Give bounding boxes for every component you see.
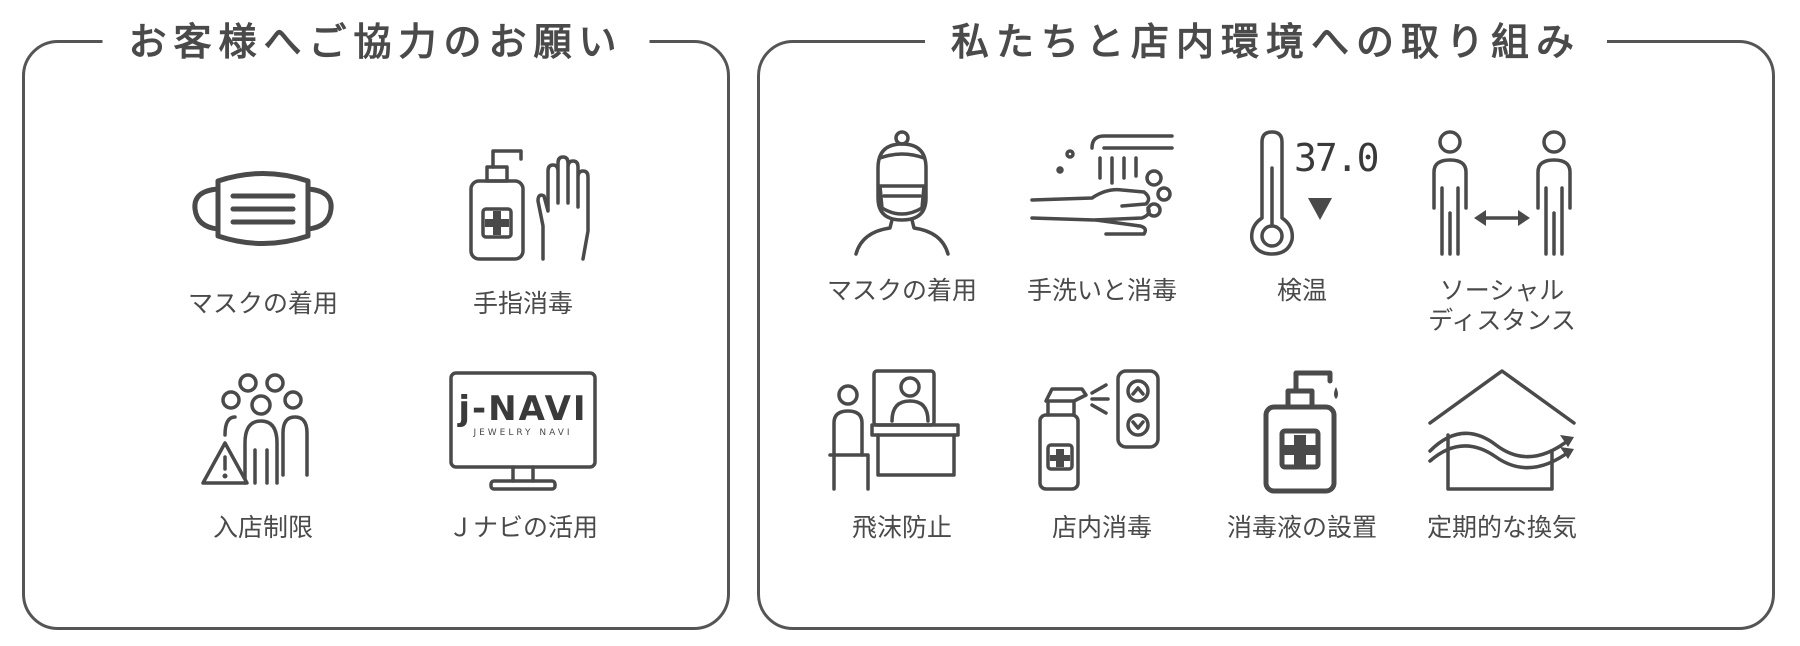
hand-sanitizer-icon xyxy=(443,141,603,271)
customer-request-title: お客様へご協力のお願い xyxy=(102,17,650,67)
face-mask-icon xyxy=(183,141,343,271)
customer-request-panel: お客様へご協力のお願い マスクの着用 手指消毒 xyxy=(22,17,730,630)
store-efforts-panel: 私たちと店内環境への取り組み マスクの着用 xyxy=(757,17,1775,630)
item-entry-limit: 入店制限 xyxy=(163,365,363,543)
item-label: マスクの着用 xyxy=(826,276,977,305)
item-social-distance: ソーシャル ディスタンス xyxy=(1402,128,1602,336)
item-hand-sanitize: 手指消毒 xyxy=(423,141,623,319)
item-label: 手洗いと消毒 xyxy=(1026,276,1177,305)
item-label: 消毒液の設置 xyxy=(1226,513,1377,542)
item-label: 手指消毒 xyxy=(472,289,573,318)
partition-icon xyxy=(822,365,982,495)
temperature-reading: 37.0 xyxy=(1294,136,1380,180)
item-store-disinfect: 店内消毒 xyxy=(1002,365,1202,543)
jnavi-logo-text: j-NAVI xyxy=(458,389,588,429)
item-label: 店内消毒 xyxy=(1051,513,1152,542)
jnavi-logo: j-NAVI JEWELRY NAVI xyxy=(443,391,603,439)
item-ventilation: 定期的な換気 xyxy=(1402,365,1602,543)
jnavi-monitor-icon: j-NAVI JEWELRY NAVI xyxy=(443,365,603,495)
item-label: 入店制限 xyxy=(212,513,313,542)
item-sanitizer-station: 消毒液の設置 xyxy=(1202,365,1402,543)
item-label: ソーシャル ディスタンス xyxy=(1428,276,1576,335)
item-hand-wash: 手洗いと消毒 xyxy=(1002,128,1202,306)
store-efforts-title: 私たちと店内環境への取り組み xyxy=(924,17,1608,67)
crowd-warning-icon xyxy=(183,365,343,495)
social-distance-icon xyxy=(1422,128,1582,258)
spray-disinfect-icon xyxy=(1022,365,1182,495)
masked-person-icon xyxy=(822,128,982,258)
jnavi-logo-subtext: JEWELRY NAVI xyxy=(473,428,573,438)
item-droplet-prevention: 飛沫防止 xyxy=(802,365,1002,543)
item-staff-mask: マスクの着用 xyxy=(802,128,1002,306)
thermometer-icon: 37.0 xyxy=(1222,128,1382,258)
sanitizer-bottle-icon xyxy=(1222,365,1382,495)
item-label: 飛沫防止 xyxy=(851,513,952,542)
item-label: Ｊナビの活用 xyxy=(447,513,598,542)
hand-washing-icon xyxy=(1022,128,1182,258)
ventilation-icon xyxy=(1422,365,1582,495)
item-label: 定期的な換気 xyxy=(1426,513,1577,542)
item-label: マスクの着用 xyxy=(187,289,338,318)
item-temperature: 37.0 検温 xyxy=(1202,128,1402,306)
item-jnavi: j-NAVI JEWELRY NAVI Ｊナビの活用 xyxy=(423,365,623,543)
item-mask-wearing: マスクの着用 xyxy=(163,141,363,319)
item-label: 検温 xyxy=(1276,276,1327,305)
